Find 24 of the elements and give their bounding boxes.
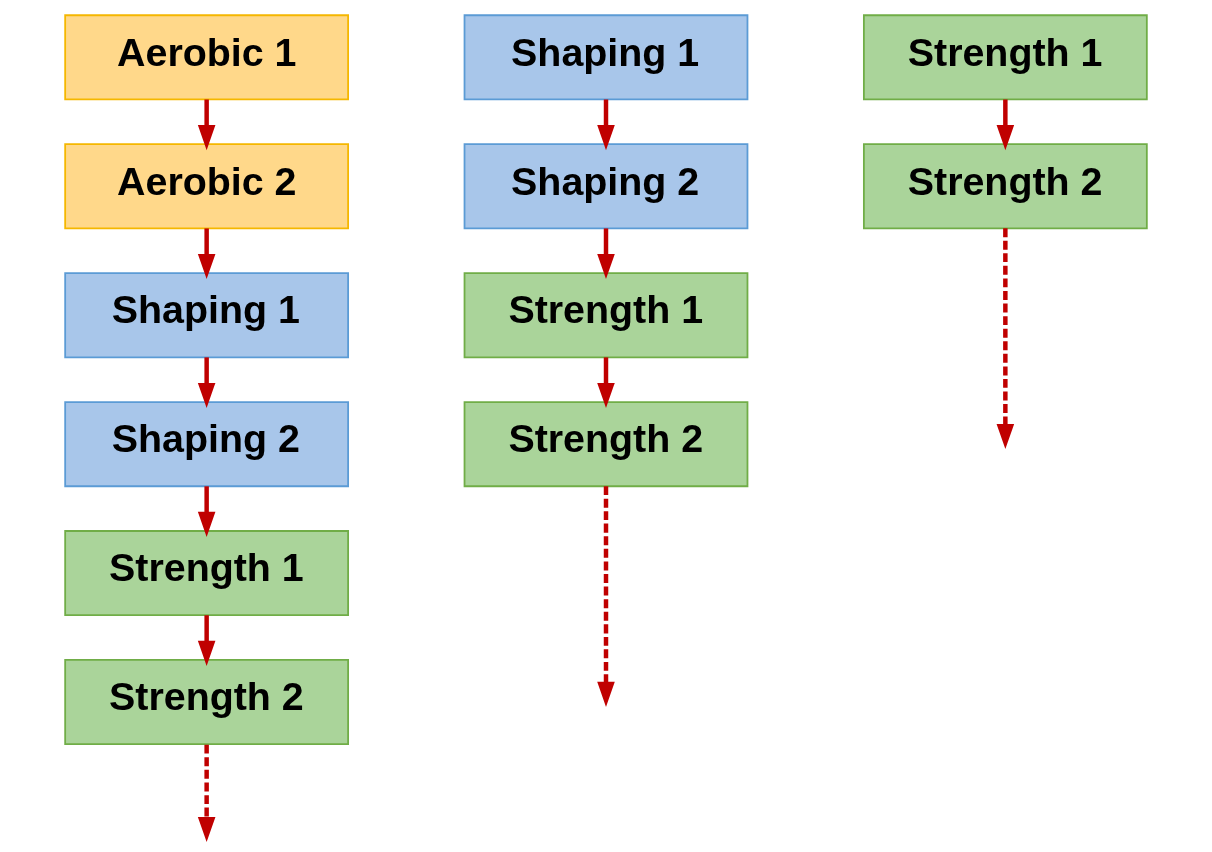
- node-box: Aerobic 1: [64, 14, 349, 101]
- arrow: [597, 228, 615, 280]
- arrow: [996, 99, 1015, 151]
- node-box: Strength 1: [863, 14, 1148, 101]
- arrow: [197, 615, 216, 666]
- arrow: [197, 99, 216, 151]
- node-box: Strength 2: [863, 143, 1148, 230]
- arrow: [597, 486, 615, 707]
- node-box: Shaping 1: [463, 14, 749, 101]
- node-box: Aerobic 2: [64, 143, 349, 230]
- arrow: [197, 744, 216, 843]
- arrow: [197, 228, 216, 280]
- node-box: Strength 1: [463, 272, 749, 359]
- node-box: Strength 1: [64, 530, 349, 617]
- node-box: Shaping 2: [64, 401, 349, 488]
- arrow: [197, 486, 216, 537]
- node-box: Shaping 2: [463, 143, 749, 230]
- node-box: Strength 2: [463, 401, 749, 488]
- arrow: [197, 357, 216, 408]
- arrow: [597, 357, 615, 408]
- node-box: Shaping 1: [64, 272, 349, 359]
- node-box: Strength 2: [64, 659, 349, 746]
- arrow: [597, 99, 615, 151]
- arrow: [996, 228, 1015, 450]
